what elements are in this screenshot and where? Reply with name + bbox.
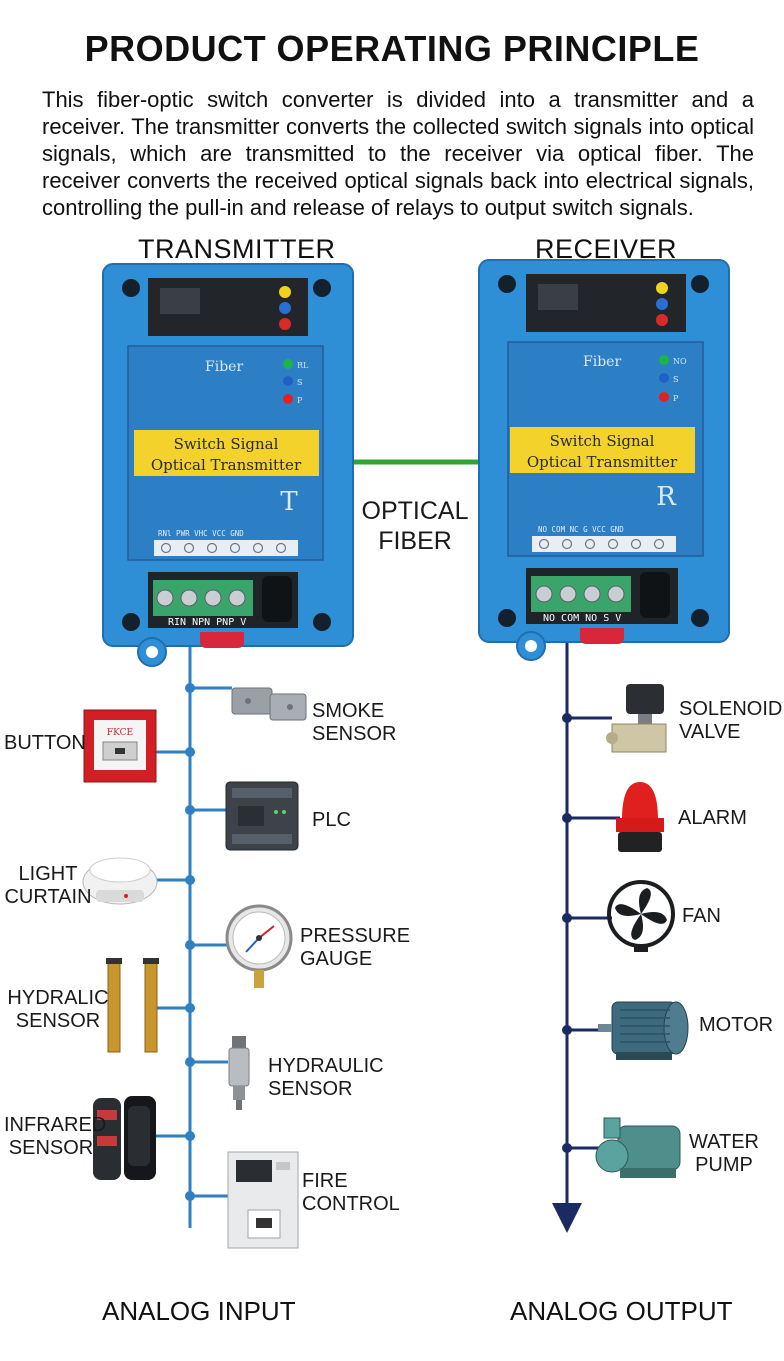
fan-icon <box>607 880 675 952</box>
hydralic-sensor-icon <box>106 958 159 1053</box>
rx-terminal-labels: NO COM NO S V <box>543 613 621 624</box>
tx-panel-label: Fiber <box>205 359 243 375</box>
rx-led-label-1: NO <box>673 357 687 366</box>
rx-led-label-3: P <box>673 394 679 403</box>
rx-banner-line2: Optical Transmitter <box>527 453 678 471</box>
tx-terminal-labels: RIN NPN PNP V <box>168 617 246 628</box>
button-plate-text: FKCE <box>107 728 133 738</box>
rx-letter: R <box>656 482 677 512</box>
rx-led-label-2: S <box>673 375 678 384</box>
transmitter-heading: TRANSMITTER <box>138 234 336 264</box>
alarm-icon <box>616 782 664 852</box>
output-junctions <box>562 713 572 1153</box>
water-pump-icon <box>595 1117 681 1178</box>
rx-banner-line1: Switch Signal <box>550 432 655 450</box>
intro-paragraph: This fiber-optic switch converter is div… <box>42 87 754 220</box>
smoke-sensor-icon <box>231 687 307 721</box>
motor-icon <box>598 1001 689 1060</box>
receiver-module: NO S P Fiber Switch Signal Optical Trans… <box>478 259 730 661</box>
fire-control-icon <box>227 1151 299 1249</box>
plc-icon <box>225 781 299 851</box>
rx-top-pins: NO COM NC G VCC GND <box>538 525 624 534</box>
optical-fiber-label: OPTICAL FIBER <box>361 497 469 555</box>
tx-top-pins: RNl PWR VHC VCC GND <box>158 529 244 538</box>
tx-led-label-3: P <box>297 396 303 405</box>
page-title: PRODUCT OPERATING PRINCIPLE <box>84 28 700 69</box>
tx-banner-line1: Switch Signal <box>174 435 279 453</box>
tx-banner-line2: Optical Transmitter <box>151 456 302 474</box>
tx-letter: T <box>280 487 298 517</box>
plc-label: PLC <box>312 809 351 831</box>
fan-label: FAN <box>682 905 721 927</box>
light-curtain-icon <box>82 857 158 905</box>
transmitter-module: RL S P Fiber Switch Signal Optical Trans… <box>102 263 354 667</box>
input-junctions <box>185 683 195 1201</box>
solenoid-valve-icon <box>606 684 667 753</box>
output-bus <box>552 598 620 1233</box>
infrared-sensor-icon <box>93 1096 156 1180</box>
alarm-label: ALARM <box>678 807 747 829</box>
analog-input-footer: ANALOG INPUT <box>102 1296 296 1326</box>
button-label: BUTTON <box>4 732 86 754</box>
tx-led-label-2: S <box>297 378 302 387</box>
pressure-gauge-icon <box>225 904 293 988</box>
analog-output-footer: ANALOG OUTPUT <box>510 1296 733 1326</box>
rx-panel-label: Fiber <box>583 354 621 370</box>
hydraulic-sensor-icon <box>228 1036 250 1110</box>
input-bus <box>130 630 232 1228</box>
tx-led-label-1: RL <box>297 361 309 370</box>
motor-label: MOTOR <box>699 1014 774 1036</box>
button-icon: FKCE <box>83 709 157 783</box>
